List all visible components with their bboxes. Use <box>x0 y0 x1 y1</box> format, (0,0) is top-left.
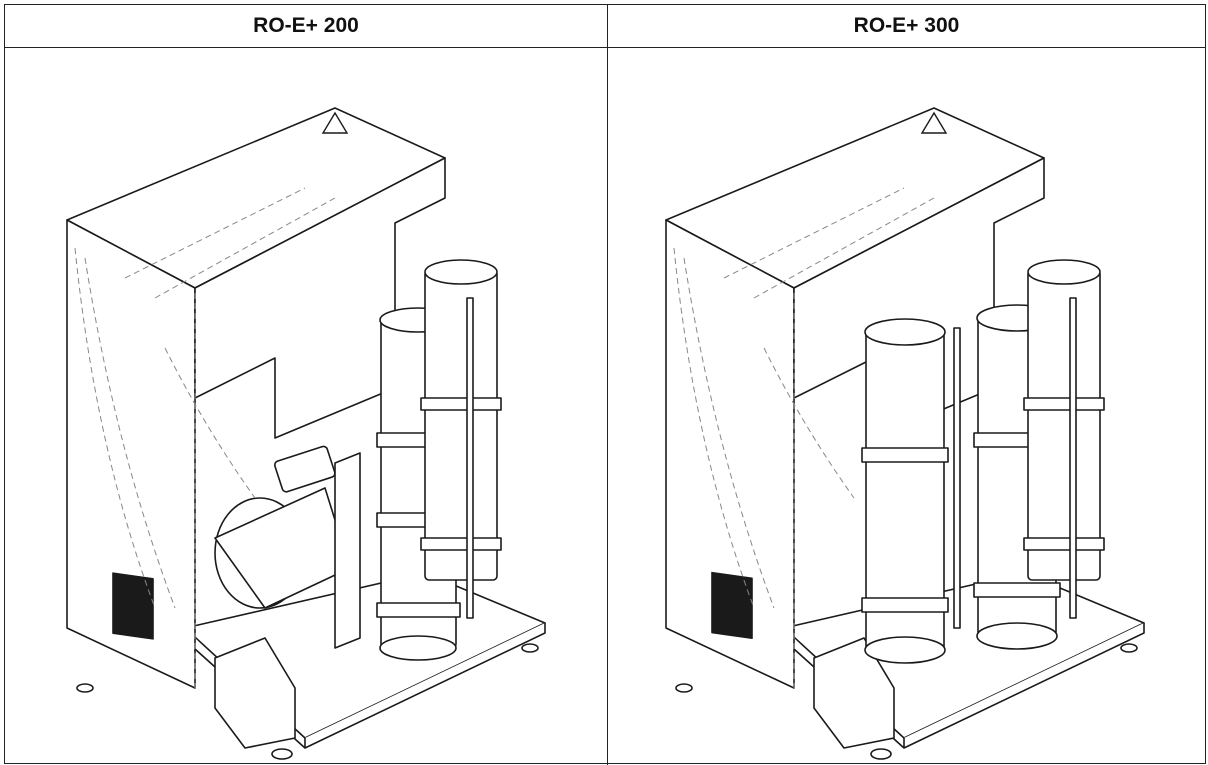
membrane-housing-front-left <box>861 318 949 664</box>
illustration-cell-ro-e-300 <box>608 48 1205 763</box>
vent-grille <box>711 571 753 640</box>
illustration-cell-ro-e-200 <box>5 48 607 763</box>
comparison-table: RO-E+ 200 RO-E+ 300 <box>4 4 1206 765</box>
column-title-ro-e-200: RO-E+ 200 <box>253 14 359 37</box>
warning-sign <box>321 111 349 134</box>
unit-drawing-ro-e-300 <box>665 107 1145 760</box>
column-title-ro-e-300: RO-E+ 300 <box>853 14 960 37</box>
unit-drawing-ro-e-200 <box>66 107 546 760</box>
warning-sign <box>920 111 948 134</box>
table-header-row: RO-E+ 200 RO-E+ 300 <box>5 5 1205 48</box>
membrane-housing-rear <box>1023 259 1105 581</box>
vent-grille <box>112 572 154 640</box>
membrane-housing-rear <box>420 259 502 581</box>
column-divider <box>607 5 608 765</box>
